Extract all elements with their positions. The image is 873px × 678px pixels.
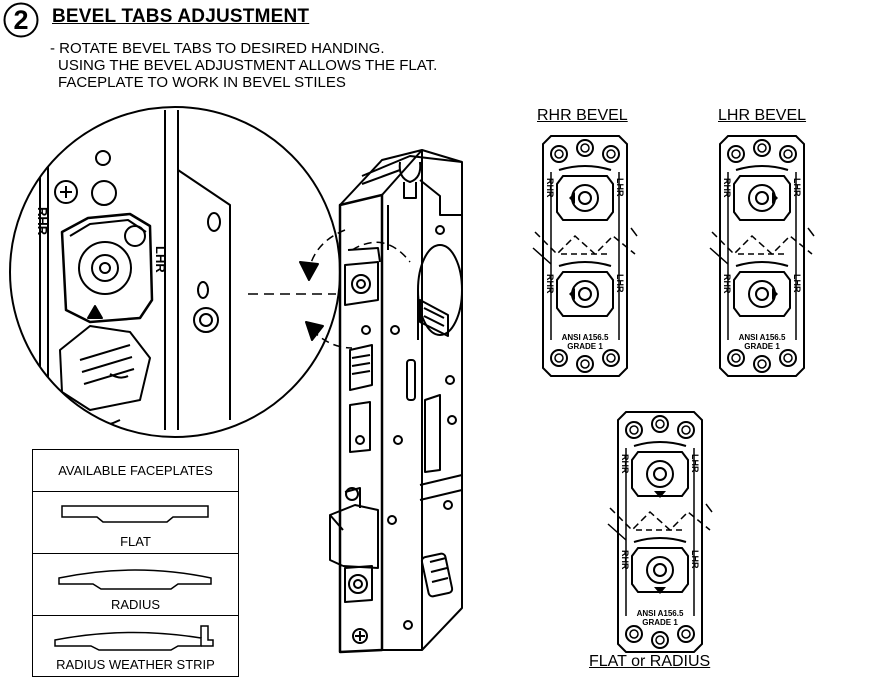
faceplate-option-radius: RADIUS <box>33 554 238 616</box>
grade-marking: GRADE 1 <box>744 342 780 351</box>
faceplates-table-header: AVAILABLE FACEPLATES <box>33 450 238 492</box>
radius-weather-strip-profile-icon <box>54 625 214 651</box>
lhr-bevel-caption: LHR BEVEL <box>718 107 807 124</box>
magnified-rhr-label: RHR LHR <box>35 207 168 273</box>
svg-text:LHR: LHR <box>153 246 168 273</box>
faceplate-option-radius-weather-strip: RADIUS WEATHER STRIP <box>33 616 238 676</box>
section-title: BEVEL TABS ADJUSTMENT <box>52 6 310 27</box>
radius-profile-icon <box>58 569 212 590</box>
faceplate-label: FLAT <box>120 534 151 549</box>
grade-marking: GRADE 1 <box>567 342 603 351</box>
lhr-label: LHR <box>690 454 700 473</box>
available-faceplates-table: AVAILABLE FACEPLATES FLAT RADIUS RADIUS … <box>32 449 239 677</box>
direction-arrow-icon <box>654 491 666 498</box>
flat-or-radius-caption: FLAT or RADIUS <box>589 653 711 670</box>
lhr-label: LHR <box>690 550 700 569</box>
rhr-label: RHR <box>620 454 630 474</box>
rhr-label: RHR <box>620 550 630 570</box>
direction-arrow-icon <box>569 192 575 204</box>
magnified-detail <box>10 107 340 437</box>
rhr-label: RHR <box>545 178 555 198</box>
instructions: - ROTATE BEVEL TABS TO DESIRED HANDING. … <box>50 40 437 91</box>
step-number: 2 <box>13 5 29 35</box>
lhr-label: LHR <box>615 274 625 293</box>
direction-arrow-icon <box>569 288 575 300</box>
direction-arrow-icon <box>772 192 778 204</box>
rhr-label: RHR <box>545 274 555 294</box>
instruction-line: FACEPLATE TO WORK IN BEVEL STILES <box>58 74 346 91</box>
direction-arrow-icon <box>772 288 778 300</box>
ansi-marking: ANSI A156.5 <box>562 333 609 342</box>
faceplate-label: RADIUS WEATHER STRIP <box>56 657 215 672</box>
svg-text:RHR: RHR <box>35 207 50 236</box>
ansi-marking: ANSI A156.5 <box>739 333 786 342</box>
step-number-badge <box>3 2 39 38</box>
ansi-marking: ANSI A156.5 <box>637 609 684 618</box>
faceplate-label: RADIUS <box>110 597 161 612</box>
flat-profile-icon <box>61 505 209 523</box>
rhr-bevel-caption: RHR BEVEL <box>537 107 628 124</box>
grade-marking: GRADE 1 <box>642 618 678 627</box>
instruction-line: - ROTATE BEVEL TABS TO DESIRED HANDING. <box>50 40 385 57</box>
instruction-line: USING THE BEVEL ADJUSTMENT ALLOWS THE FL… <box>58 57 438 74</box>
faceplate-option-flat: FLAT <box>33 492 238 554</box>
lhr-label: LHR <box>792 274 802 293</box>
mortise-lock-body <box>329 149 463 654</box>
lhr-label: LHR <box>792 178 802 197</box>
rhr-label: RHR <box>722 274 732 294</box>
direction-arrow-icon <box>654 587 666 594</box>
rhr-label: RHR <box>722 178 732 198</box>
lhr-label: LHR <box>615 178 625 197</box>
